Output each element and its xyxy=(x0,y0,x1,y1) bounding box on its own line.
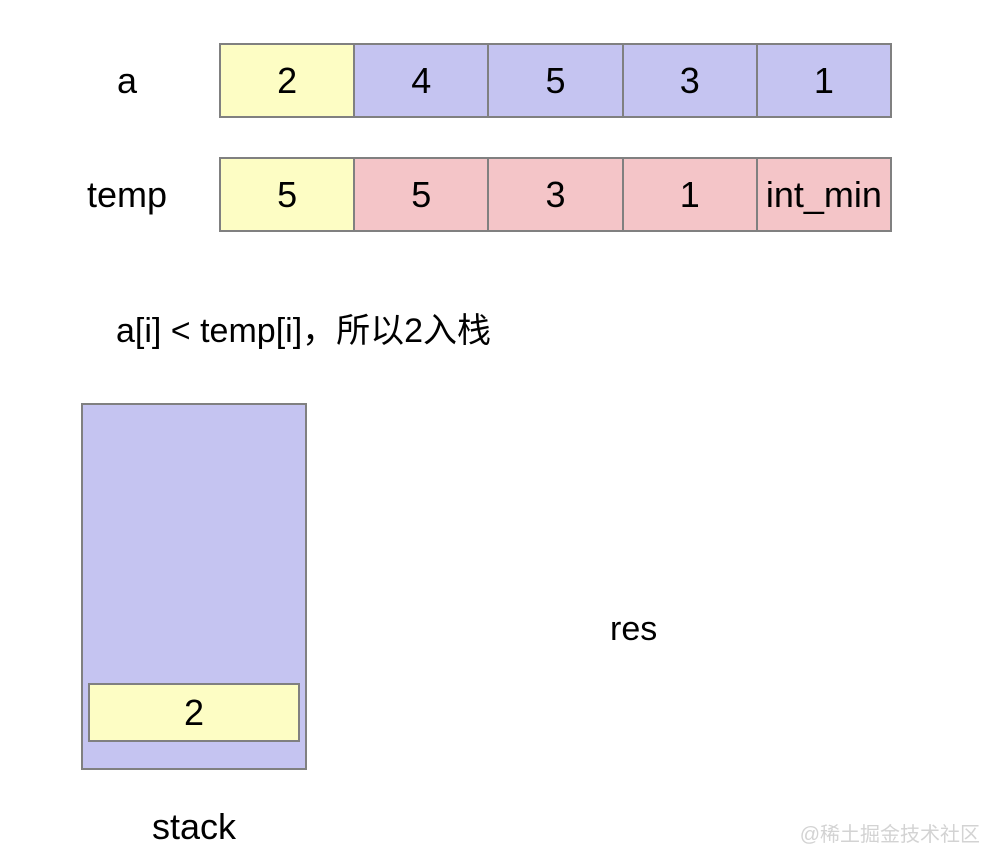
array-a-row: 2 4 5 3 1 xyxy=(219,43,892,118)
stack-item-0: 2 xyxy=(88,683,300,742)
array-temp-label: temp xyxy=(86,173,168,215)
array-a-cell-0: 2 xyxy=(221,45,354,116)
stack-container: 2 xyxy=(81,403,307,770)
array-a-cell-4: 1 xyxy=(755,45,891,116)
array-a-cell-1: 4 xyxy=(353,45,488,116)
array-a-cell-3: 3 xyxy=(621,45,756,116)
array-temp-cell-3: 1 xyxy=(621,159,756,230)
array-temp-cell-1: 5 xyxy=(353,159,488,230)
stack-label: stack xyxy=(151,806,237,847)
array-temp-cell-0: 5 xyxy=(221,159,354,230)
array-temp-row: 5 5 3 1 int_min xyxy=(219,157,892,232)
array-a-label: a xyxy=(116,59,138,101)
array-temp-cell-4: int_min xyxy=(755,159,891,230)
caption-text: a[i] < temp[i]，所以2入栈 xyxy=(116,312,492,350)
array-temp-cell-2: 3 xyxy=(487,159,622,230)
watermark-text: @稀土掘金技术社区 xyxy=(799,824,980,846)
array-a-cell-2: 5 xyxy=(487,45,622,116)
res-label: res xyxy=(610,610,658,648)
